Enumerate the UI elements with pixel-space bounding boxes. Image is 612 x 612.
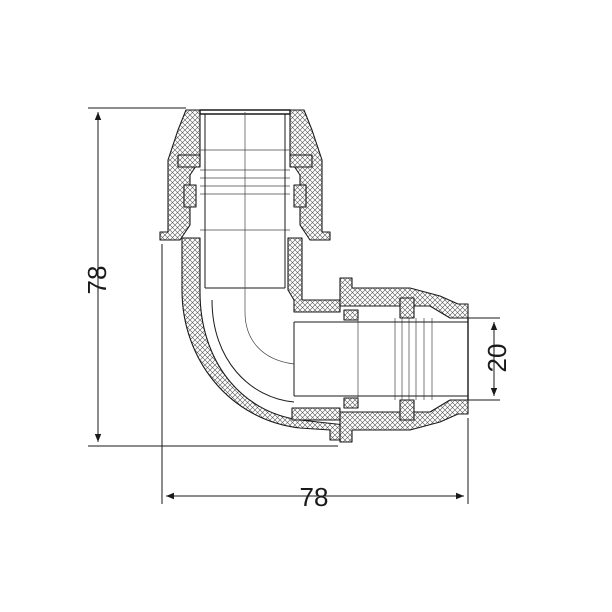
flow-curve-inner	[211, 299, 295, 403]
width-dimension: 78	[161, 244, 469, 512]
body-shell	[181, 237, 346, 441]
top-seal-left	[183, 184, 197, 208]
flow-curve-center	[244, 311, 295, 365]
right-seal-top	[343, 309, 359, 321]
elbow-body	[181, 237, 346, 441]
right-nut-bottom	[339, 399, 469, 443]
top-nut-left	[159, 109, 201, 241]
height-label: 78	[82, 266, 112, 295]
top-nut-right	[289, 109, 331, 241]
right-grip-ring-top	[399, 297, 415, 319]
right-seal-bottom	[343, 397, 359, 409]
top-grip-ring-left	[177, 154, 201, 168]
right-pipe-bore	[293, 321, 468, 397]
right-insert-ridges	[357, 318, 433, 400]
bore-dimension: 20	[468, 317, 512, 401]
right-grip-ring-bottom	[399, 399, 415, 421]
top-seal-right	[293, 184, 307, 208]
right-compression-nut	[293, 277, 469, 443]
top-grip-ring-right	[289, 154, 313, 168]
height-dimension: 78	[82, 107, 338, 447]
body-lower-wall	[291, 407, 341, 421]
bore-label: 20	[482, 344, 512, 373]
body-inner-wall	[287, 237, 341, 313]
width-label: 78	[300, 482, 329, 512]
